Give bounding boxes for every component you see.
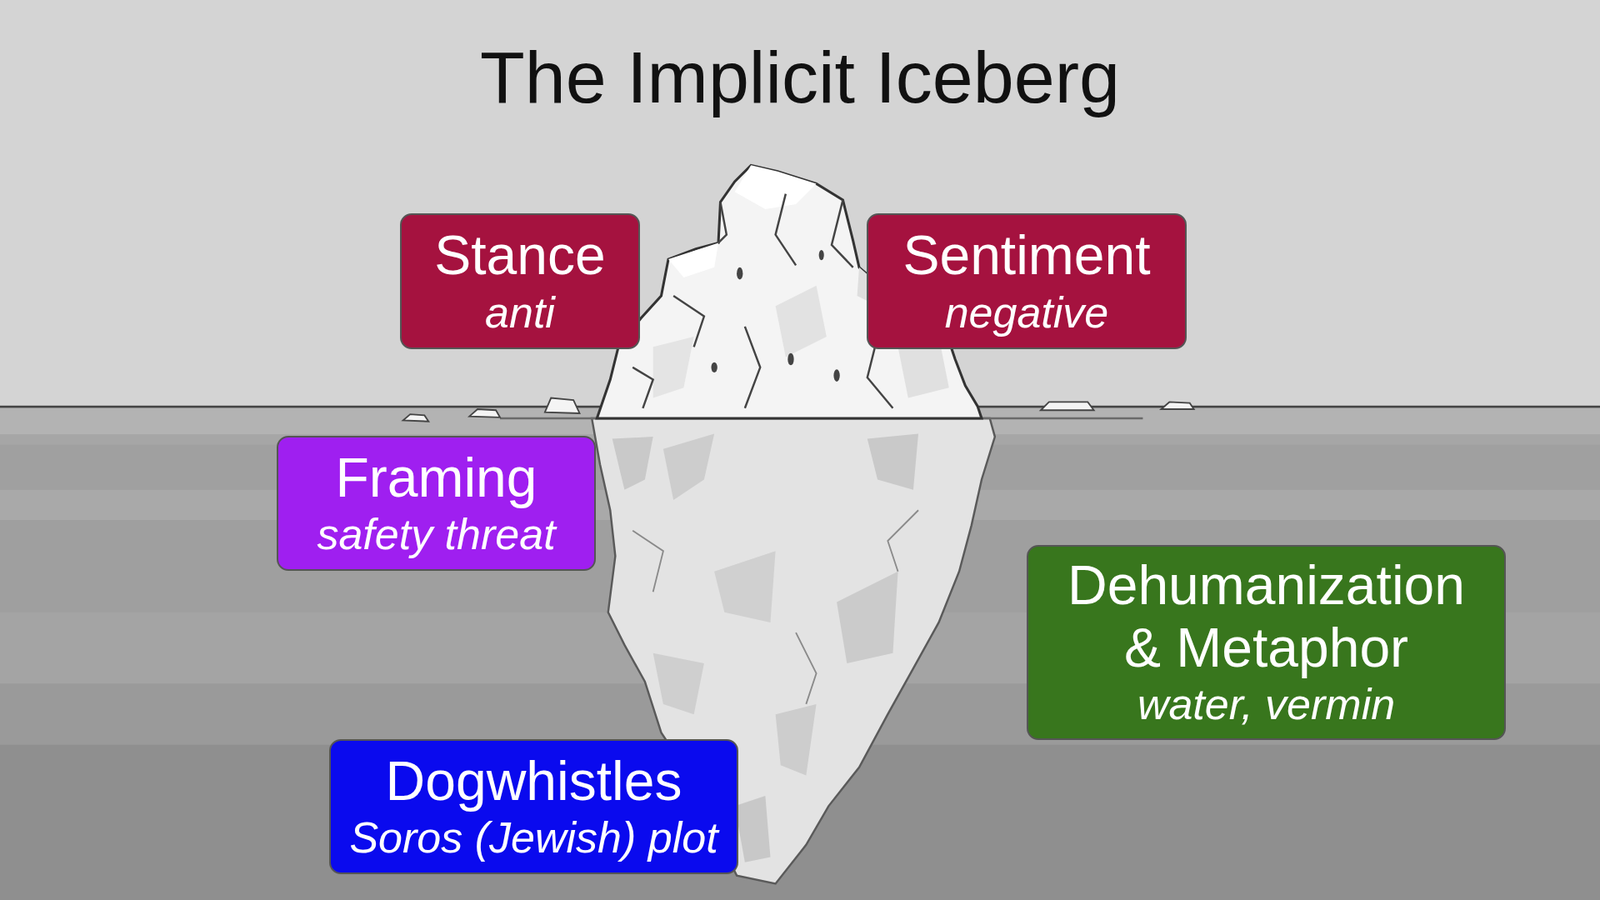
sentiment-box: Sentimentnegative (866, 213, 1187, 350)
ice-drip (833, 369, 840, 382)
ice-floe (1040, 401, 1095, 410)
ice-highlight (735, 165, 817, 210)
ice-drip (787, 353, 794, 366)
ice-shade (653, 336, 695, 398)
ice-shade (663, 433, 715, 500)
ice-shade (714, 550, 775, 623)
ice-shade (775, 704, 817, 776)
stance-box: Stanceanti (400, 213, 640, 350)
ice-shade (735, 795, 771, 863)
box-example: anti (485, 286, 555, 339)
ice-shade (612, 436, 654, 490)
box-heading: Dehumanization & Metaphor (1045, 554, 1488, 679)
ice-shade (836, 571, 898, 664)
diagram-title: The Implicit Iceberg (0, 35, 1600, 120)
ice-shade (653, 653, 705, 715)
ice-crack (831, 200, 854, 268)
ice-drip (710, 362, 717, 373)
dogwhistles-box: DogwhistlesSoros (Jewish) plot (329, 739, 739, 875)
box-heading: Framing (335, 446, 537, 510)
ice-floe (545, 398, 580, 414)
box-example: water, vermin (1137, 678, 1395, 730)
ice-floe (469, 409, 500, 418)
box-example: Soros (Jewish) plot (349, 811, 718, 864)
ice-crack (745, 326, 760, 409)
ice-highlight (668, 242, 719, 278)
ice-crack (673, 295, 705, 347)
box-example: negative (945, 286, 1110, 339)
ice-shade (775, 285, 827, 358)
dehumanization-box: Dehumanization & Metaphorwater, vermin (1026, 545, 1506, 740)
ice-crack (718, 201, 727, 243)
ice-crack (632, 530, 664, 592)
box-heading: Dogwhistles (385, 750, 683, 813)
ice-drip (736, 267, 743, 280)
ice-crack (887, 510, 919, 571)
framing-box: Framingsafety threat (276, 435, 596, 571)
ice-crack (632, 367, 653, 409)
ice-floe (403, 414, 430, 422)
ice-crack (795, 632, 816, 705)
ice-crack (775, 194, 796, 266)
box-heading: Stance (434, 224, 605, 287)
box-heading: Sentiment (902, 224, 1150, 287)
box-example: safety threat (316, 508, 555, 560)
ice-shade (867, 433, 919, 490)
ice-floe (1160, 401, 1194, 410)
water (0, 405, 1600, 900)
ice-drip (819, 250, 825, 260)
